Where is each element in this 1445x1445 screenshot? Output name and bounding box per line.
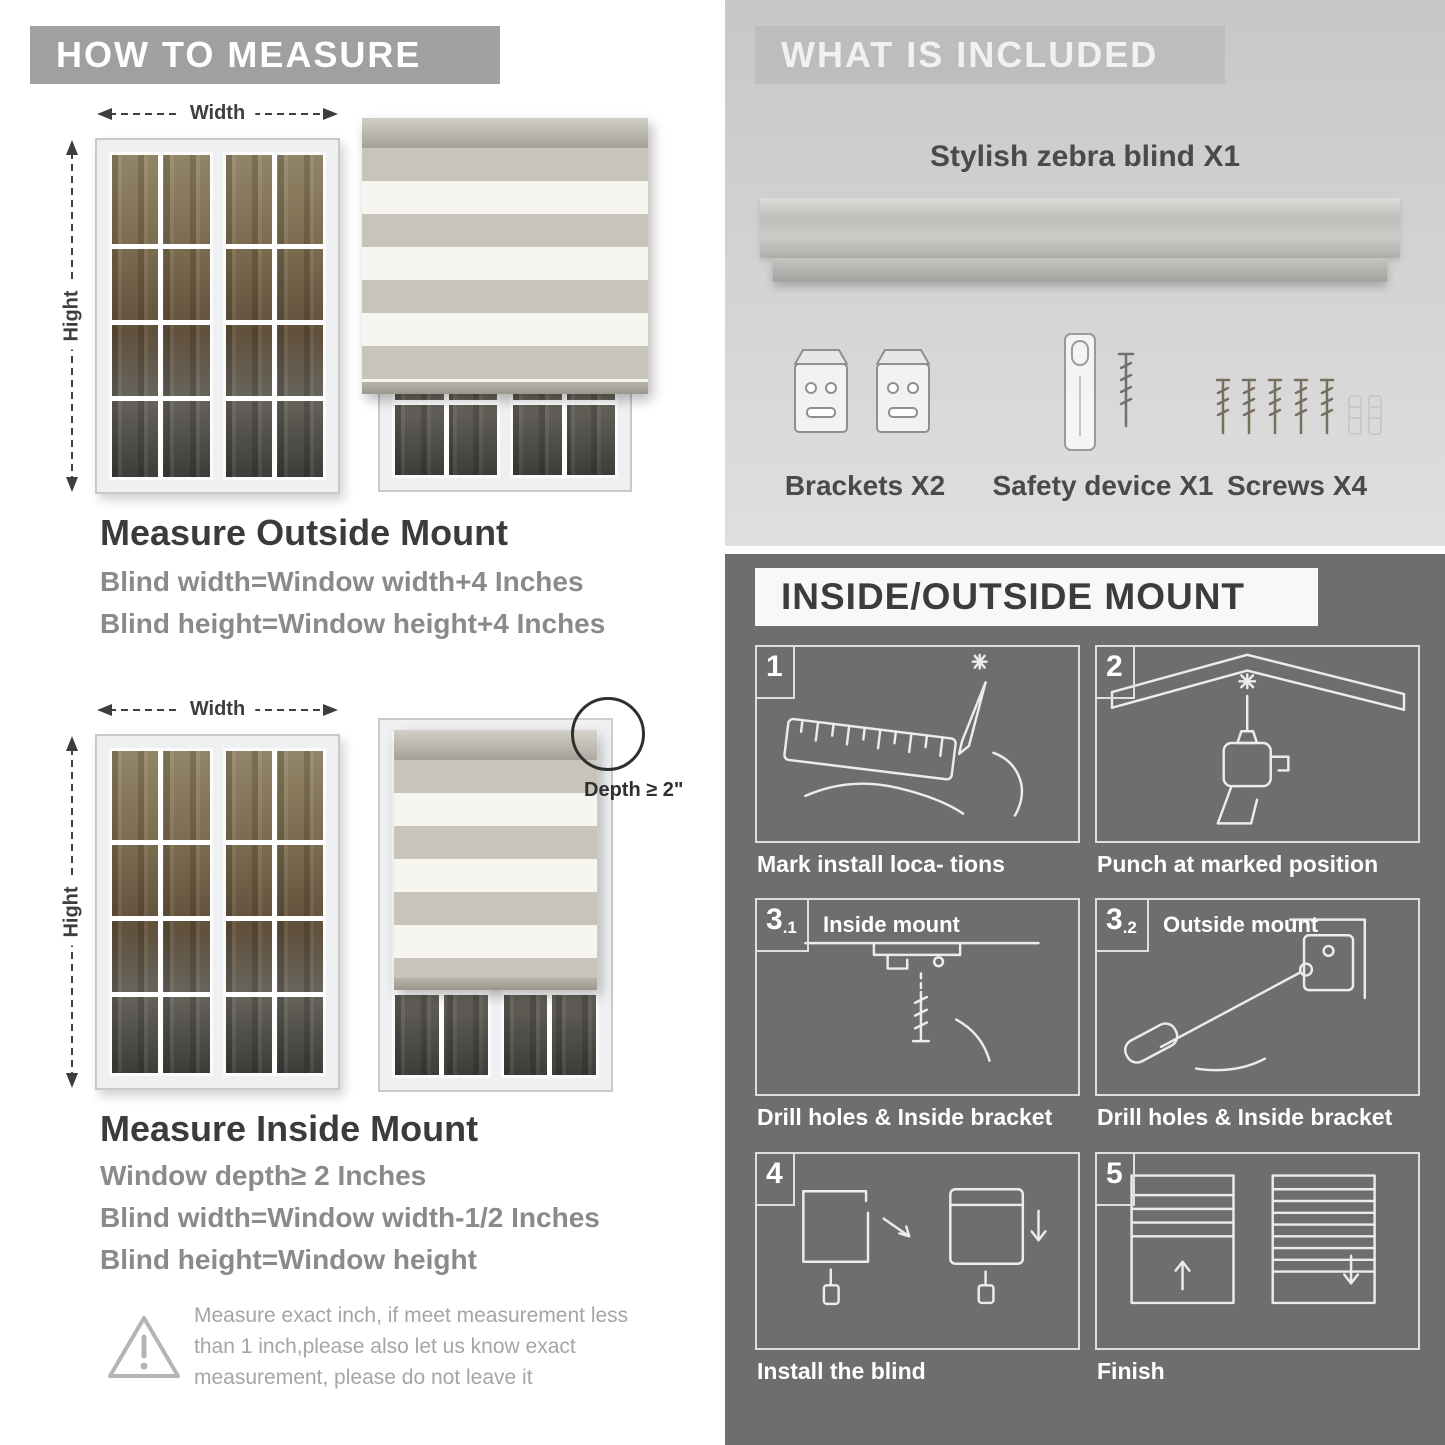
window-illustration-outside bbox=[95, 138, 340, 494]
window-illustration-inside bbox=[95, 734, 340, 1090]
blind-bottom-rail bbox=[394, 978, 597, 990]
step-number: 4 bbox=[757, 1154, 795, 1206]
safety-device-icon bbox=[1053, 330, 1153, 462]
step-number-text: 2 bbox=[1106, 650, 1123, 683]
width-arrow-outside: Width bbox=[95, 102, 340, 126]
inside-bracket-illustration bbox=[804, 941, 1040, 1062]
warning-line-2: than 1 inch,please also let us know exac… bbox=[194, 1335, 576, 1358]
measure-inside-line-3: Blind height=Window height bbox=[100, 1244, 477, 1275]
measure-outside-heading: Measure Outside Mount bbox=[100, 512, 509, 553]
zebra-blind-illustration bbox=[394, 730, 597, 990]
measure-inside-line-2: Blind width=Window width-1/2 Inches bbox=[100, 1202, 600, 1233]
step-panel-1: 1 bbox=[755, 645, 1080, 843]
width-label: Width bbox=[179, 698, 256, 722]
step-label-inside-mount: Inside mount bbox=[823, 912, 960, 937]
height-label: Hight bbox=[60, 282, 84, 350]
warning-text: Measure exact inch, if meet measurement … bbox=[194, 1300, 628, 1393]
what-is-included-section: WHAT IS INCLUDED Stylish zebra blind X1 bbox=[725, 0, 1445, 546]
warning-line-1: Measure exact inch, if meet measurement … bbox=[194, 1304, 629, 1327]
measure-inside-line-1: Window depth≥ 2 Inches bbox=[100, 1160, 427, 1191]
step-caption-4: Install the blind bbox=[757, 1358, 926, 1384]
depth-callout-circle-icon bbox=[571, 697, 645, 771]
step-number-text: 3 bbox=[1106, 903, 1123, 936]
height-label: Hight bbox=[60, 878, 84, 946]
headrail-illustration bbox=[760, 198, 1400, 258]
warning-line-3: measurement, please do not leave it bbox=[194, 1366, 533, 1389]
blind-figure-inside bbox=[378, 718, 613, 1092]
step-number-text: 5 bbox=[1106, 1157, 1123, 1190]
step-number-text: 3 bbox=[766, 903, 783, 936]
step-number: 1 bbox=[757, 647, 795, 699]
install-blind-illustration bbox=[802, 1188, 1047, 1306]
mark-locations-illustration bbox=[783, 653, 1024, 817]
step-number: 2 bbox=[1097, 647, 1135, 699]
warning-triangle-icon bbox=[106, 1312, 182, 1382]
window-sash bbox=[222, 748, 326, 1076]
step-caption-3-1: Drill holes & Inside bracket bbox=[757, 1104, 1053, 1130]
inside-outside-mount-section: INSIDE/OUTSIDE MOUNT 1 Mark install loca… bbox=[725, 554, 1445, 1445]
step-panel-3-1: 3.1 Inside mount bbox=[755, 898, 1080, 1096]
what-is-included-banner: WHAT IS INCLUDED bbox=[755, 26, 1225, 84]
item-label-screws: Screws X4 bbox=[1226, 470, 1368, 501]
brackets-icon bbox=[787, 340, 937, 452]
height-arrow-icon bbox=[66, 736, 78, 1088]
step-caption-5: Finish bbox=[1097, 1358, 1165, 1384]
step-caption-1: Mark install loca- tions bbox=[757, 851, 1005, 877]
how-to-measure-banner: HOW TO MEASURE bbox=[30, 26, 500, 84]
measure-outside-line-2: Blind height=Window height+4 Inches bbox=[100, 608, 606, 639]
measure-outside-line-1: Blind width=Window width+4 Inches bbox=[100, 566, 584, 597]
blind-cassette bbox=[394, 730, 597, 760]
what-is-included-title: WHAT IS INCLUDED bbox=[781, 34, 1159, 75]
step-number-text: 4 bbox=[766, 1157, 783, 1190]
product-title: Stylish zebra blind X1 bbox=[929, 140, 1241, 173]
step-panel-5: 5 bbox=[1095, 1152, 1420, 1350]
blind-stripes bbox=[394, 760, 597, 978]
depth-label: Depth ≥ 2" bbox=[584, 779, 684, 801]
step-caption-2: Punch at marked position bbox=[1097, 851, 1379, 877]
window-sash bbox=[222, 152, 326, 480]
step-panel-4: 4 bbox=[755, 1152, 1080, 1350]
blind-cassette bbox=[362, 118, 648, 148]
blind-figure-outside bbox=[362, 118, 648, 492]
height-arrow-outside: Hight bbox=[60, 138, 84, 494]
height-arrow-icon bbox=[66, 140, 78, 492]
width-label: Width bbox=[179, 102, 256, 126]
item-label-safety-device: Safety device X1 bbox=[992, 470, 1214, 501]
drill-ceiling-illustration bbox=[1110, 653, 1406, 825]
item-label-brackets: Brackets X2 bbox=[784, 470, 946, 501]
step-number-text: 1 bbox=[766, 650, 783, 683]
inside-outside-mount-title: INSIDE/OUTSIDE MOUNT bbox=[781, 576, 1246, 617]
step-number-sub: .2 bbox=[1122, 918, 1137, 937]
step-caption-3-2: Drill holes & Inside bracket bbox=[1097, 1104, 1393, 1130]
inside-outside-mount-banner: INSIDE/OUTSIDE MOUNT bbox=[755, 568, 1318, 626]
window-sash bbox=[109, 748, 213, 1076]
screws-icon bbox=[1211, 372, 1387, 460]
zebra-blind-illustration bbox=[362, 118, 648, 394]
blind-bottom-rail bbox=[362, 382, 648, 394]
height-arrow-inside: Hight bbox=[60, 734, 84, 1090]
finish-illustration bbox=[1130, 1174, 1376, 1305]
step-number-sub: .1 bbox=[782, 918, 797, 937]
step-panel-2: 2 bbox=[1095, 645, 1420, 843]
outside-bracket-illustration bbox=[1124, 918, 1367, 1072]
measure-inside-heading: Measure Inside Mount bbox=[100, 1108, 479, 1149]
step-label-outside-mount: Outside mount bbox=[1163, 912, 1319, 937]
headrail-bottom-illustration bbox=[773, 258, 1387, 282]
blind-stripes bbox=[362, 148, 648, 382]
window-sash bbox=[109, 152, 213, 480]
how-to-measure-title: HOW TO MEASURE bbox=[56, 34, 422, 75]
step-panel-3-2: 3.2 Outside mount bbox=[1095, 898, 1420, 1096]
step-number: 3.1 bbox=[757, 900, 809, 952]
step-number: 5 bbox=[1097, 1154, 1135, 1206]
width-arrow-inside: Width bbox=[95, 698, 340, 722]
step-number: 3.2 bbox=[1097, 900, 1149, 952]
